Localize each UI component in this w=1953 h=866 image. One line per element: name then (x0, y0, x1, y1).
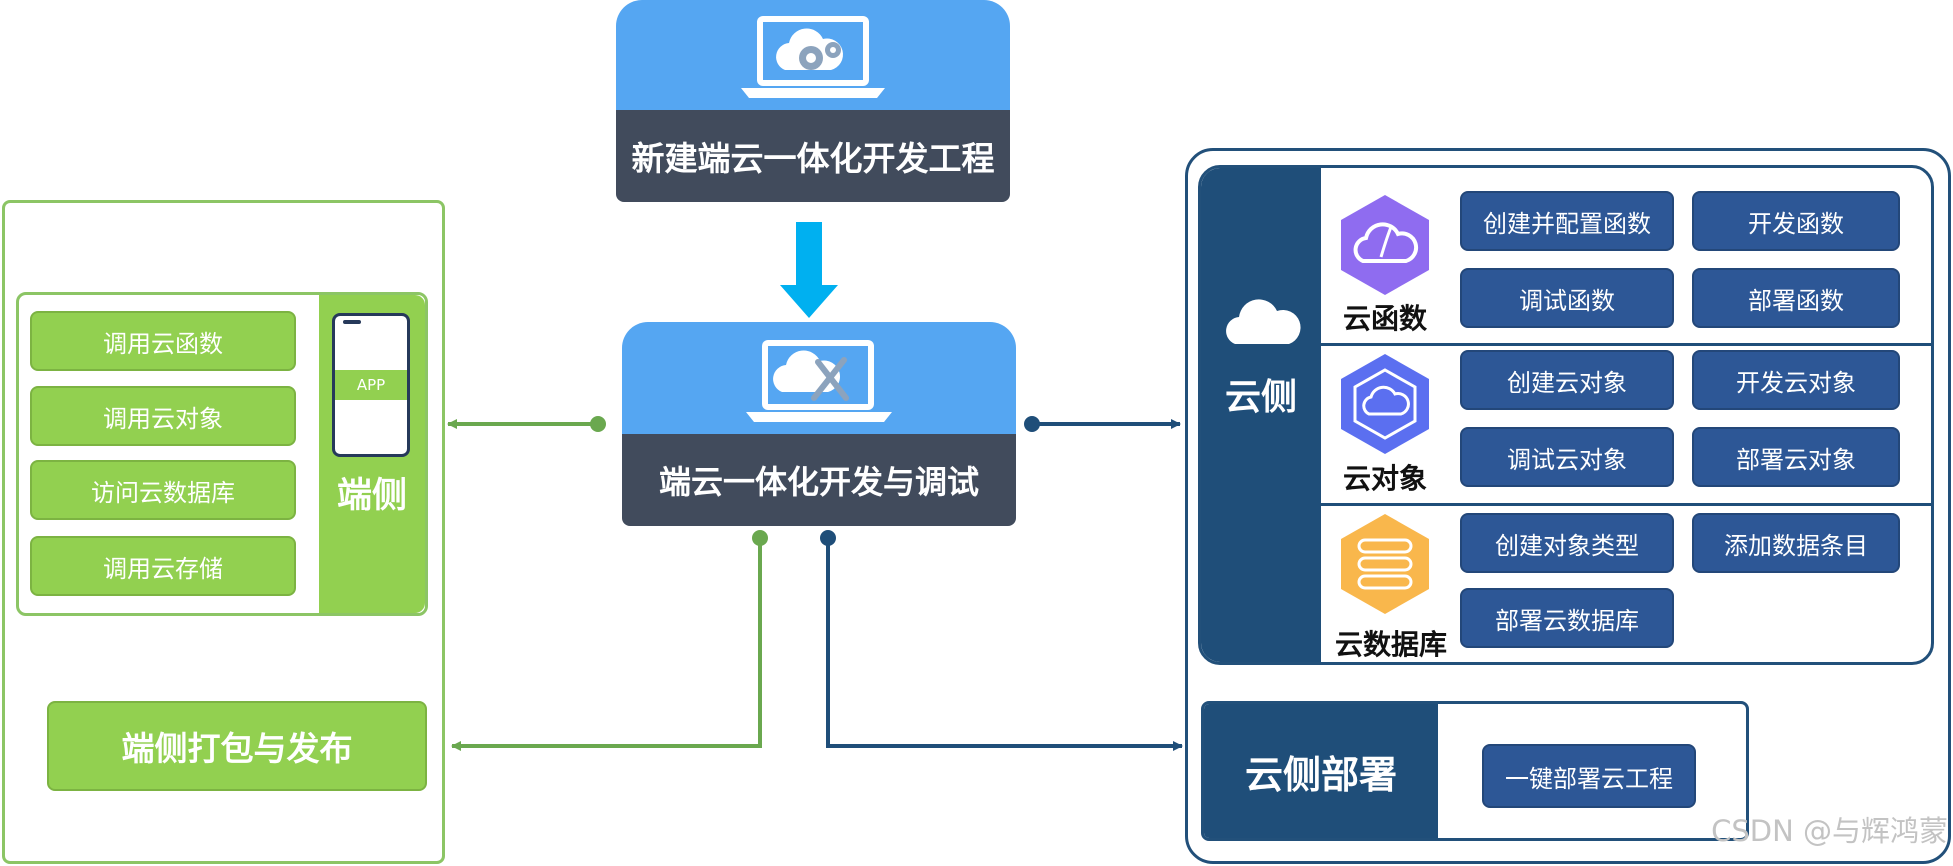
cloud-database-button[interactable]: 创建对象类型 (1460, 513, 1674, 573)
deploy-label: 云侧部署 (1204, 704, 1438, 838)
cloud-object-button[interactable]: 开发云对象 (1692, 350, 1900, 410)
group-divider (1321, 343, 1931, 346)
cloud-object-button[interactable]: 调试云对象 (1460, 427, 1674, 487)
cloud-object-icon (1341, 354, 1429, 454)
laptop-gear-icon (741, 16, 885, 98)
device-label: 端侧 (336, 475, 407, 516)
arrow-to-deploy (826, 538, 1183, 751)
cloud-icon (1226, 299, 1301, 344)
publish-button[interactable]: 端侧打包与发布 (47, 701, 427, 791)
middle-card-title: 端云一体化开发与调试 (622, 434, 1016, 526)
middle-card-header (622, 322, 1016, 436)
top-card-title: 新建端云一体化开发工程 (616, 110, 1010, 202)
group-divider (1321, 503, 1931, 506)
cloud-label: 云侧 (1224, 377, 1297, 418)
phone-icon: APP (332, 313, 410, 457)
group-label: 云数据库 (1334, 628, 1447, 661)
cloud-function-icon (1341, 195, 1429, 295)
cloud-side-bar: 云侧 (1201, 168, 1321, 662)
cloud-object-button[interactable]: 部署云对象 (1692, 427, 1900, 487)
cloud-function-button[interactable]: 开发函数 (1692, 191, 1900, 251)
phone-app-label: APP (335, 370, 407, 400)
cloud-database-button[interactable]: 添加数据条目 (1692, 513, 1900, 573)
cloud-database-button[interactable]: 部署云数据库 (1460, 588, 1674, 648)
device-side-bar: APP 端侧 (319, 295, 425, 613)
arrow-to-publish (451, 538, 762, 751)
cloud-object-button[interactable]: 创建云对象 (1460, 350, 1674, 410)
device-button[interactable]: 调用云函数 (30, 311, 296, 371)
watermark: CSDN @与辉鸿蒙 (1711, 814, 1948, 848)
top-card-header (616, 0, 1010, 112)
group-label: 云对象 (1342, 462, 1427, 495)
device-button[interactable]: 调用云存储 (30, 536, 296, 596)
group-label: 云函数 (1342, 302, 1427, 335)
cloud-function-button[interactable]: 调试函数 (1460, 268, 1674, 328)
cloud-database-icon (1341, 514, 1429, 614)
one-click-deploy-button[interactable]: 一键部署云工程 (1482, 744, 1696, 808)
device-button[interactable]: 调用云对象 (30, 386, 296, 446)
device-button[interactable]: 访问云数据库 (30, 460, 296, 520)
down-arrow (780, 222, 838, 318)
cloud-function-button[interactable]: 创建并配置函数 (1460, 191, 1674, 251)
cloud-function-button[interactable]: 部署函数 (1692, 268, 1900, 328)
laptop-tools-icon (746, 340, 892, 422)
